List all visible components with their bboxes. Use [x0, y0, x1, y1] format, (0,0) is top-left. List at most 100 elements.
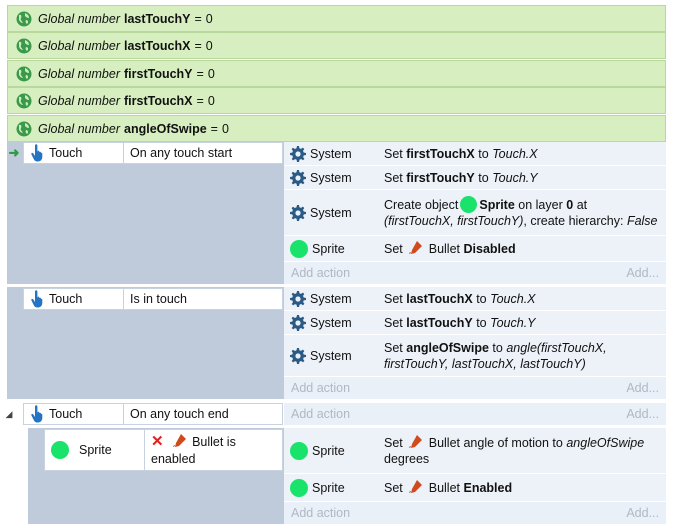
action-text: Set Bullet Enabled	[384, 479, 513, 495]
globe-icon	[16, 66, 32, 82]
add-action-row[interactable]: Add action Add...	[284, 502, 666, 524]
gear-icon	[290, 315, 306, 331]
event-3-condition[interactable]: Touch On any touch end	[23, 403, 283, 425]
gear-icon	[290, 205, 306, 221]
action-row[interactable]: System Set firstTouchX to Touch.X	[284, 142, 666, 166]
system-object: System	[284, 146, 382, 162]
var-value: 0	[205, 38, 213, 53]
object-name: Sprite	[312, 443, 345, 458]
object-name: Sprite	[312, 480, 345, 495]
action-text: Set lastTouchX to Touch.X	[384, 291, 536, 306]
globe-icon	[16, 93, 32, 109]
object-name: System	[310, 348, 352, 363]
action-row[interactable]: Sprite Set Bullet angle of motion to ang…	[284, 428, 666, 474]
event-1-block[interactable]	[7, 142, 284, 284]
bullet-icon	[408, 479, 423, 494]
var-value: 0	[205, 11, 213, 26]
var-eq: =	[196, 66, 204, 81]
system-object: System	[284, 315, 382, 331]
action-row[interactable]: System Set lastTouchY to Touch.Y	[284, 311, 666, 335]
var-eq: =	[194, 11, 202, 26]
add-action-link[interactable]: Add action	[291, 506, 351, 520]
action-text: Set Bullet Disabled	[384, 242, 516, 256]
object-name: Sprite	[79, 443, 112, 457]
object-name: System	[310, 205, 352, 220]
object-name: Touch	[49, 292, 83, 306]
object-name: System	[310, 315, 352, 330]
add-action-link[interactable]: Add action	[291, 266, 351, 280]
var-value: 0	[207, 66, 215, 81]
object-name: System	[310, 291, 352, 306]
action-row[interactable]: Sprite Set Bullet Enabled	[284, 474, 666, 502]
event-1-arrow[interactable]: ➜	[7, 142, 21, 164]
object-name: Touch	[49, 146, 83, 160]
var-prefix: Global number	[38, 93, 120, 108]
var-value: 0	[221, 121, 229, 136]
var-name: firstTouchX	[124, 93, 193, 108]
sprite-icon	[51, 441, 69, 459]
event-3-collapse[interactable]: ◢	[2, 403, 16, 425]
gear-icon	[290, 170, 306, 186]
sprite-icon	[290, 441, 308, 460]
arrow-right-icon: ➜	[8, 145, 20, 160]
add-more-link[interactable]: Add...	[626, 381, 659, 395]
object-name: Sprite	[312, 241, 345, 256]
condition-text: On any touch start	[130, 146, 233, 160]
sprite-icon	[290, 239, 308, 258]
var-value: 0	[207, 93, 215, 108]
bullet-icon	[408, 434, 423, 449]
action-text: Set firstTouchX to Touch.X	[384, 146, 538, 161]
add-action-row[interactable]: Add action Add...	[284, 377, 666, 399]
event-3-add-action-row[interactable]: Add action Add...	[284, 403, 666, 425]
action-row[interactable]: System Set firstTouchY to Touch.Y	[284, 166, 666, 190]
add-more-link[interactable]: Add...	[626, 506, 659, 520]
gear-icon	[290, 348, 306, 364]
action-text: Set Bullet angle of motion to angleOfSwi…	[384, 434, 645, 466]
action-text: Set angleOfSwipe to angle(firstTouchX,fi…	[384, 340, 607, 371]
condition-text: Is in touch	[130, 292, 187, 306]
object-name: System	[310, 170, 352, 185]
var-prefix: Global number	[38, 66, 120, 81]
action-row[interactable]: Sprite Set Bullet Disabled	[284, 236, 666, 262]
action-text: Set lastTouchY to Touch.Y	[384, 315, 536, 330]
add-action-link[interactable]: Add action	[291, 407, 351, 421]
global-var-firstTouchY[interactable]: Global number firstTouchY=0	[7, 60, 666, 87]
var-eq: =	[194, 38, 202, 53]
gear-icon	[290, 291, 306, 307]
triangle-down-icon: ◢	[5, 408, 13, 419]
sprite-object: Sprite	[284, 239, 382, 258]
touch-hand-icon	[30, 144, 44, 162]
sprite-object: Sprite	[284, 441, 382, 460]
action-text: Set firstTouchY to Touch.Y	[384, 170, 538, 185]
var-name: firstTouchY	[124, 66, 193, 81]
add-action-row[interactable]: Add action Add...	[284, 262, 666, 284]
action-row[interactable]: System Set angleOfSwipe to angle(firstTo…	[284, 335, 666, 377]
action-row[interactable]: System Set lastTouchX to Touch.X	[284, 287, 666, 311]
sprite-object: Sprite	[284, 478, 382, 497]
var-prefix: Global number	[38, 11, 120, 26]
add-more-link[interactable]: Add...	[626, 266, 659, 280]
globe-icon	[16, 121, 32, 137]
event-1-condition[interactable]: Touch On any touch start	[23, 142, 283, 164]
var-eq: =	[210, 121, 218, 136]
system-object: System	[284, 348, 382, 364]
var-name: angleOfSwipe	[124, 121, 207, 136]
globe-icon	[16, 11, 32, 27]
sprite-icon	[460, 196, 478, 213]
add-more-link[interactable]: Add...	[626, 407, 659, 421]
touch-object: Touch	[24, 405, 123, 423]
event-2-condition[interactable]: Touch Is in touch	[23, 288, 283, 310]
add-action-link[interactable]: Add action	[291, 381, 351, 395]
sprite-icon	[290, 478, 308, 497]
touch-hand-icon	[30, 405, 44, 423]
event-1-actions: System Set firstTouchX to Touch.X System…	[284, 142, 666, 284]
invert-x-icon: ✕	[151, 432, 164, 450]
